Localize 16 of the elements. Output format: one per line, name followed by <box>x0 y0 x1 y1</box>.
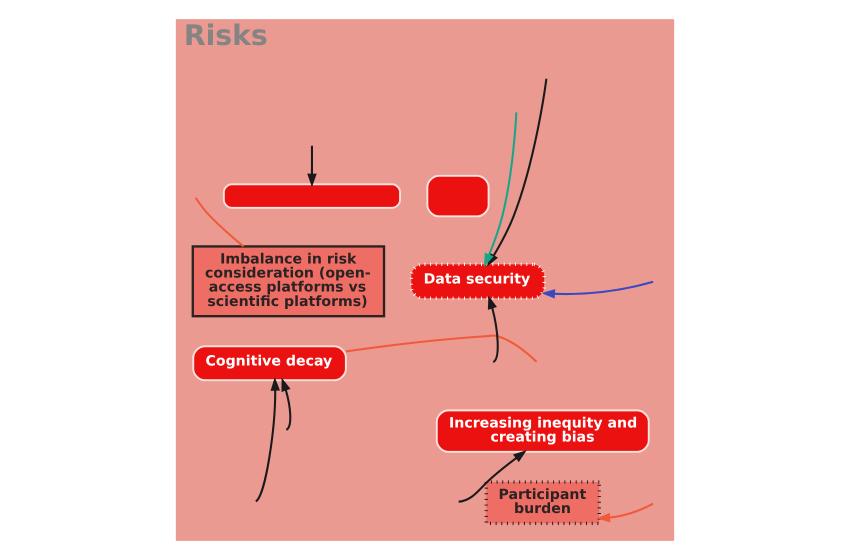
node-box: Data security <box>410 262 546 300</box>
node-box: Increasing inequity and creating bias <box>436 409 650 453</box>
arrow <box>541 280 654 299</box>
arrow <box>255 377 280 502</box>
arrow <box>458 450 527 503</box>
arrow <box>488 295 499 363</box>
arrow <box>307 146 317 188</box>
node-box: Imbalance in risk consideration (open-access platforms vs scientific platforms) <box>192 245 386 318</box>
node-box: Cognitive decay <box>192 345 347 382</box>
connector <box>346 334 538 363</box>
node-box <box>426 174 490 218</box>
arrow <box>596 502 654 522</box>
node-box: Participant burden <box>484 480 601 526</box>
connector <box>194 197 244 248</box>
arrow <box>281 378 292 431</box>
node-box <box>222 183 401 209</box>
